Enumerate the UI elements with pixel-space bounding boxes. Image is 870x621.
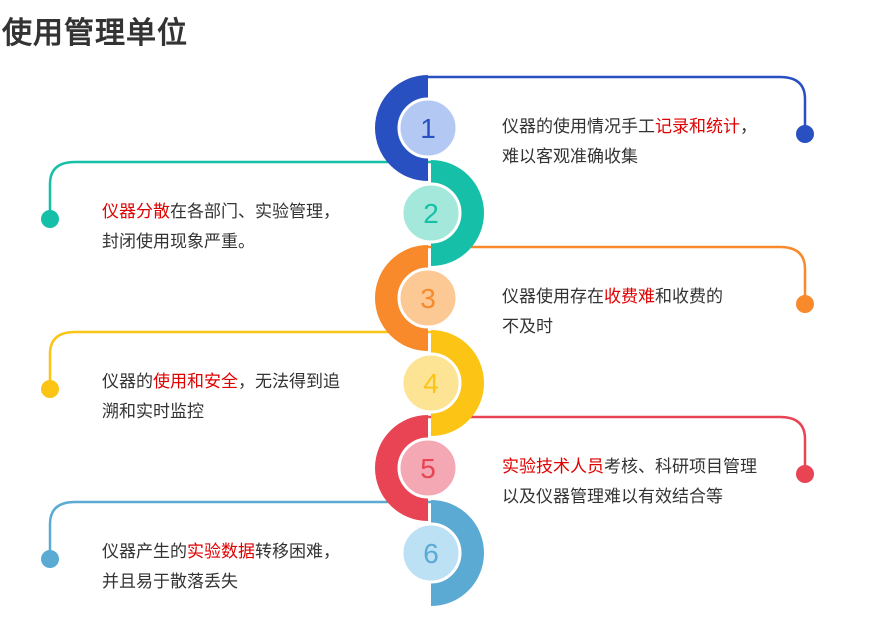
- step-3-connector: [428, 245, 807, 304]
- step-4-badge: [400, 352, 462, 414]
- step-1-number: 1: [420, 113, 436, 144]
- step-2-badge: [400, 182, 462, 244]
- step-3-description: 仪器使用存在收费难和收费的 不及时: [502, 287, 723, 337]
- step-1-end-dot: [796, 125, 814, 143]
- step-5-end-dot: [796, 465, 814, 483]
- step-4-description: 仪器的使用和安全，无法得到追 溯和实时监控: [102, 372, 340, 422]
- step-2-description: 仪器分散在各部门、实验管理， 封闭使用现象严重。: [102, 202, 340, 252]
- step-2-connector: [48, 160, 431, 219]
- step-6-connector: [48, 500, 431, 559]
- step-4-number: 4: [423, 368, 439, 399]
- step-6-badge: [400, 522, 462, 584]
- step-5-connector: [428, 415, 807, 474]
- step-2-end-dot: [41, 210, 59, 228]
- step-4-highlight: 使用和安全: [153, 372, 238, 392]
- step-6-end-dot: [41, 550, 59, 568]
- step-5-badge: [397, 437, 459, 499]
- step-3-number: 3: [420, 283, 436, 314]
- step-6-number: 6: [423, 538, 439, 569]
- step-1-highlight: 记录和统计: [655, 117, 740, 137]
- step-2-number: 2: [423, 198, 439, 229]
- step-4-connector: [48, 330, 431, 389]
- step-3-badge: [397, 267, 459, 329]
- step-2-highlight: 仪器分散: [102, 202, 170, 222]
- step-3-end-dot: [796, 295, 814, 313]
- step-5-highlight: 实验技术人员: [502, 457, 604, 477]
- step-4-end-dot: [41, 380, 59, 398]
- step-1-description: 仪器的使用情况手工记录和统计， 难以客观准确收集: [502, 117, 757, 167]
- step-1-connector: [428, 75, 807, 134]
- step-5-number: 5: [420, 453, 436, 484]
- step-5-description: 实验技术人员考核、科研项目管理 以及仪器管理难以有效结合等: [502, 457, 757, 507]
- step-1-badge: [397, 97, 459, 159]
- step-6-highlight: 实验数据: [187, 542, 255, 562]
- step-3-highlight: 收费难: [604, 287, 655, 307]
- page-title: 使用管理单位: [2, 16, 188, 51]
- step-6-description: 仪器产生的实验数据转移困难， 并且易于散落丢失: [102, 542, 340, 592]
